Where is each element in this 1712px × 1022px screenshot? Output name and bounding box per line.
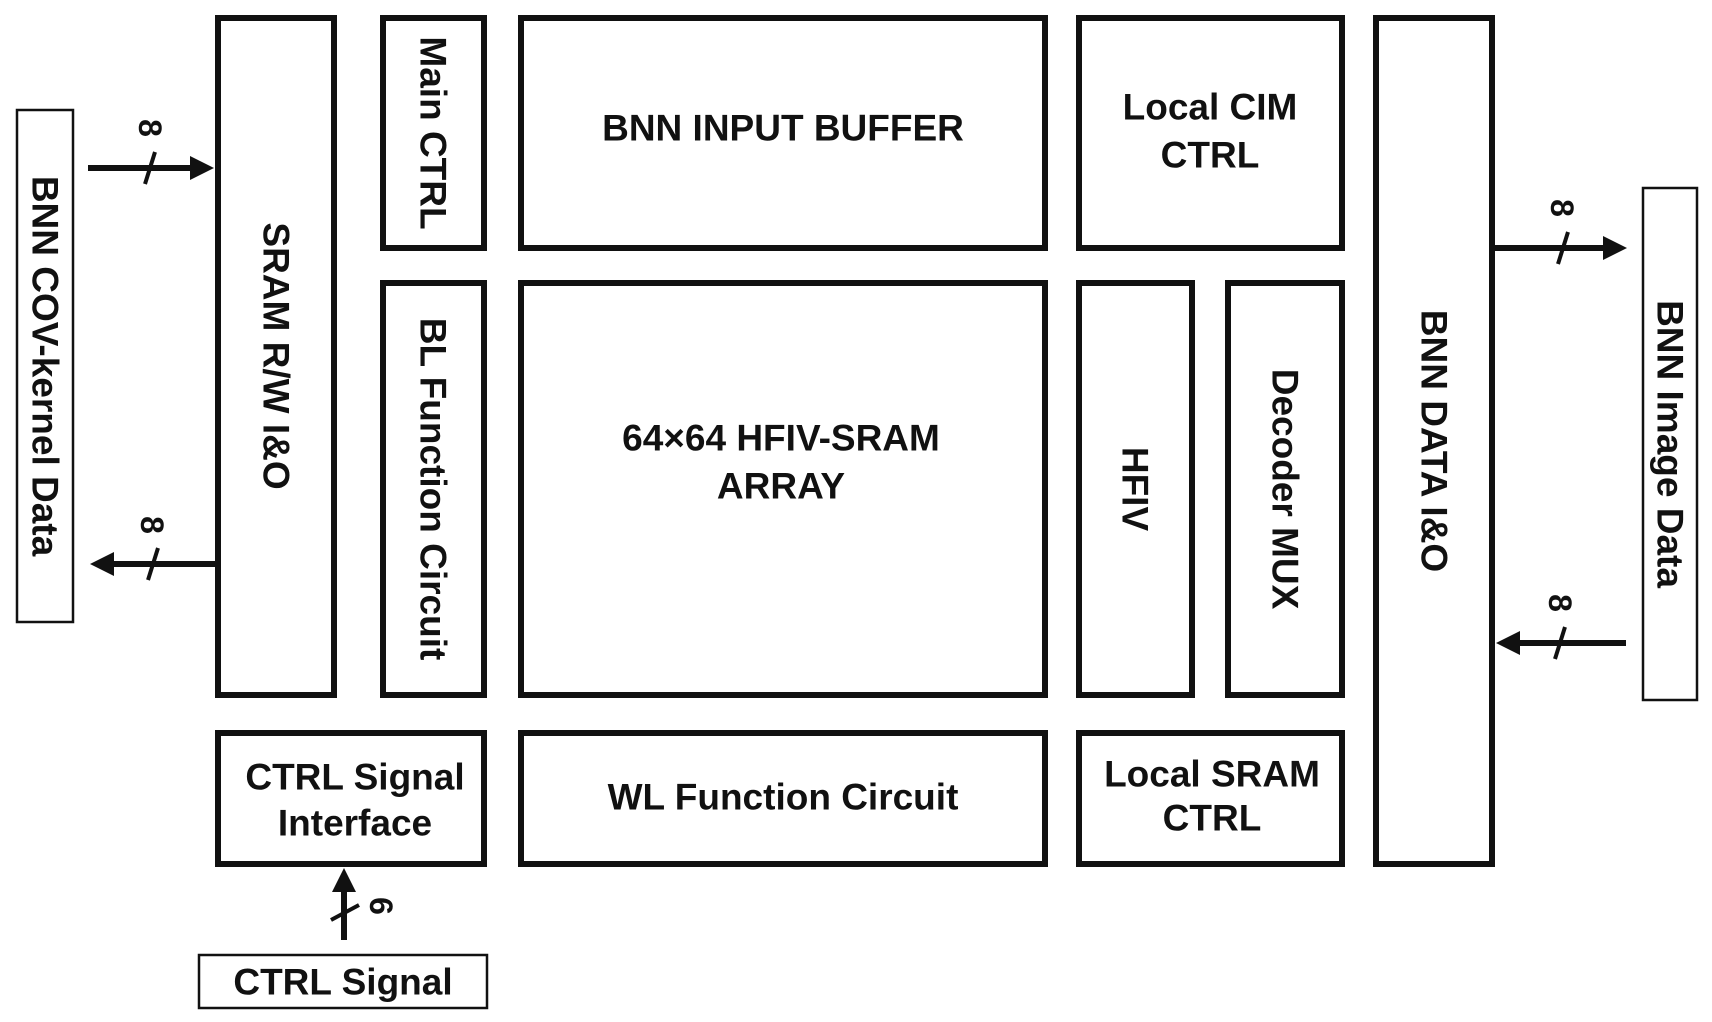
block-local-cim-ctrl-line1: Local CIM bbox=[1123, 87, 1298, 128]
bus-ctrl-width: 6 bbox=[363, 897, 399, 915]
ext-ctrl-signal-label: CTRL Signal bbox=[233, 962, 452, 1003]
block-local-sram-ctrl-line1: Local SRAM bbox=[1104, 754, 1320, 795]
block-bnn-input-buffer-label: BNN INPUT BUFFER bbox=[602, 108, 964, 149]
bus-right-out-width: 8 bbox=[1544, 199, 1580, 217]
block-sram-rw-io: SRAM R/W I&O bbox=[215, 15, 337, 698]
bus-right-out-arrow: 8 bbox=[1494, 199, 1627, 265]
bus-ctrl-arrow: 6 bbox=[330, 868, 399, 940]
block-hfiv-label: HFIV bbox=[1115, 447, 1156, 532]
bus-right-in-arrow: 8 bbox=[1496, 594, 1626, 660]
block-hfiv: HFIV bbox=[1076, 280, 1195, 698]
block-main-ctrl-label: Main CTRL bbox=[413, 36, 454, 229]
block-local-sram-ctrl-line2: CTRL bbox=[1163, 798, 1262, 839]
block-decoder-mux-label: Decoder MUX bbox=[1265, 369, 1306, 610]
bus-left-in-width: 8 bbox=[132, 119, 168, 137]
block-main-ctrl: Main CTRL bbox=[380, 15, 487, 251]
block-wl-function-circuit: WL Function Circuit bbox=[518, 730, 1048, 867]
ext-ctrl-signal: CTRL Signal bbox=[197, 953, 489, 1010]
block-wl-function-circuit-label: WL Function Circuit bbox=[608, 777, 959, 818]
ext-cov-kernel-data: BNN COV-kernel Data bbox=[15, 108, 75, 624]
block-decoder-mux: Decoder MUX bbox=[1225, 280, 1345, 698]
block-bnn-data-io: BNN DATA I&O bbox=[1373, 15, 1495, 867]
block-bnn-data-io-label: BNN DATA I&O bbox=[1414, 310, 1455, 572]
bus-left-in-arrow: 8 bbox=[88, 119, 214, 185]
block-ctrl-signal-interface-line1: CTRL Signal bbox=[245, 757, 464, 798]
block-ctrl-signal-interface: CTRL Signal Interface bbox=[215, 730, 487, 867]
block-bl-function-circuit: BL Function Circuit bbox=[380, 280, 487, 698]
block-bl-function-circuit-label: BL Function Circuit bbox=[413, 318, 454, 661]
block-hfiv-sram-array-line1: 64×64 HFIV-SRAM bbox=[622, 418, 940, 459]
block-local-sram-ctrl: Local SRAM CTRL bbox=[1076, 730, 1345, 867]
block-ctrl-signal-interface-line2: Interface bbox=[278, 803, 432, 844]
block-hfiv-sram-array: 64×64 HFIV-SRAM ARRAY bbox=[518, 280, 1048, 698]
ext-image-data-label: BNN Image Data bbox=[1650, 300, 1691, 588]
ext-cov-kernel-data-label: BNN COV-kernel Data bbox=[25, 176, 66, 557]
block-sram-rw-io-label: SRAM R/W I&O bbox=[256, 222, 297, 489]
bus-left-out-width: 8 bbox=[134, 516, 170, 534]
block-hfiv-sram-array-line2: ARRAY bbox=[717, 466, 845, 507]
block-bnn-input-buffer: BNN INPUT BUFFER bbox=[518, 15, 1048, 251]
bus-right-in-width: 8 bbox=[1542, 594, 1578, 612]
block-local-cim-ctrl-line2: CTRL bbox=[1161, 135, 1260, 176]
bus-left-out-arrow: 8 bbox=[90, 516, 216, 581]
ext-image-data: BNN Image Data bbox=[1641, 186, 1699, 702]
block-local-cim-ctrl: Local CIM CTRL bbox=[1076, 15, 1345, 251]
